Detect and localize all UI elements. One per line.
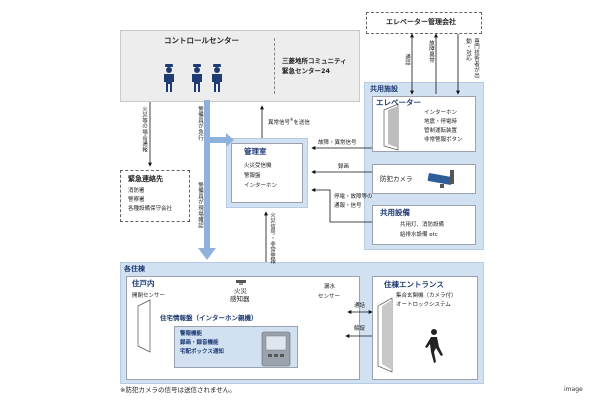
elevator-item: 地震・停電時 — [424, 119, 458, 125]
elevator-item: 非常警報ボタン — [424, 137, 463, 143]
fault-signal-label: 故障・異常信号 — [318, 140, 357, 146]
intercom-master-icon — [261, 331, 291, 367]
control-center-name-line1: 三菱地所コミュニティ — [282, 57, 347, 65]
footnote: ※防犯カメラの信号は送信されません。 — [120, 386, 236, 394]
elevator-company-title: エレベーター管理会社 — [386, 18, 456, 26]
fire-sensor-icon — [236, 280, 246, 285]
entrance-door-icon — [377, 297, 393, 373]
guard-dispatch-label: 警備員が急行 — [197, 106, 203, 141]
control-center-name-line2: 緊急センター24 — [282, 67, 331, 75]
guard-icon — [212, 64, 222, 92]
abnormal-signal-suffix: を送信 — [293, 119, 310, 126]
leak-sensor-label-1: 漏水 — [324, 284, 336, 290]
fire-sensor-label-1: 火災 — [234, 287, 247, 295]
corner-label: image — [564, 386, 583, 393]
emergency-contact-item: 消防署 — [128, 188, 145, 194]
intercom-panel-item: 宅配ボックス通知 — [180, 349, 224, 355]
intercom-panel-title: 住宅情報盤（インターホン親機） — [160, 314, 258, 322]
camera-label: 防犯カメラ — [380, 175, 413, 183]
management-room-item: インターホン — [244, 183, 278, 189]
abnormal-signal-text: 異常信号 — [268, 119, 291, 126]
ev-technician-label: 専門技術者が出動・対応 — [465, 38, 479, 79]
intercom-panel-item: 警報機能 — [180, 331, 203, 337]
entrance-title: 住棟エントランス — [384, 280, 444, 289]
guard-icon — [192, 64, 202, 92]
emergency-contact-box — [120, 170, 190, 222]
equipment-line2: 給排水設備 etc — [400, 232, 438, 238]
fire-report-label: 火災等の場合通報 — [141, 106, 147, 153]
entrance-line1: 集合玄関機（カメラ付） — [396, 293, 457, 299]
camera-box — [372, 164, 476, 194]
entrance-line2: オートロックシステム — [396, 302, 451, 308]
door-sensor-label: 開閉センサー — [132, 293, 166, 299]
fire-alarm-label: 火災信号・非常警報 — [269, 212, 275, 265]
outage-label-1: 停電・故障等の — [334, 194, 373, 200]
abnormal-signal-mark: ※ — [290, 117, 294, 122]
unit-door-icon — [137, 299, 151, 353]
guard-dispatch-arrow — [198, 100, 234, 260]
abnormal-signal-label: 異常信号※を送信 — [268, 117, 310, 126]
elevator-door-icon — [383, 103, 399, 151]
ev-report-label: 通話 — [404, 54, 410, 66]
elevator-company-box — [366, 12, 482, 34]
unit-title: 住戸内 — [132, 279, 155, 288]
management-room-item: 火災受信機 — [244, 163, 272, 169]
emergency-contact-item: 各種設備保守会社 — [128, 206, 173, 212]
control-center-title: コントロールセンター — [164, 36, 239, 45]
walking-person-icon — [425, 329, 443, 363]
security-camera-icon — [427, 170, 454, 188]
call-label: 通話 — [354, 303, 366, 309]
fire-sensor-label-2: 感知器 — [230, 295, 250, 303]
residence-title: 各住棟 — [124, 265, 145, 273]
management-room-title: 管理室 — [244, 147, 267, 156]
unlock-label: 解錠 — [354, 326, 366, 332]
equipment-line1: 共用灯、消防設備 — [400, 222, 445, 228]
elevator-item: インターホン — [424, 110, 458, 116]
leak-sensor-label-2: センサー — [318, 294, 341, 300]
elevator-item: 管制運転装置 — [424, 128, 458, 134]
equipment-title: 共用設備 — [380, 208, 410, 217]
guard-check-label: 警備員が現場確認 — [197, 182, 203, 229]
control-center-divider — [274, 38, 275, 94]
outage-signal-arrow — [311, 188, 372, 223]
emergency-contact-title: 緊急連絡先 — [128, 175, 163, 183]
ev-fault-label: 故障異常 — [428, 40, 434, 64]
management-room-item: 警報盤 — [244, 173, 261, 179]
emergency-contact-item: 警察署 — [128, 197, 145, 203]
intercom-panel-item: 録画・録音機能 — [180, 340, 219, 346]
shared-facilities-title: 共用施設 — [370, 85, 398, 93]
guard-icon — [164, 64, 174, 92]
control-center-panel — [120, 30, 360, 102]
recording-label: 録画 — [338, 164, 350, 170]
equipment-box — [372, 205, 476, 245]
management-room-box — [231, 143, 303, 203]
outage-label-2: 通報・信号 — [334, 203, 362, 209]
elevator-title: エレベーター — [376, 98, 421, 107]
